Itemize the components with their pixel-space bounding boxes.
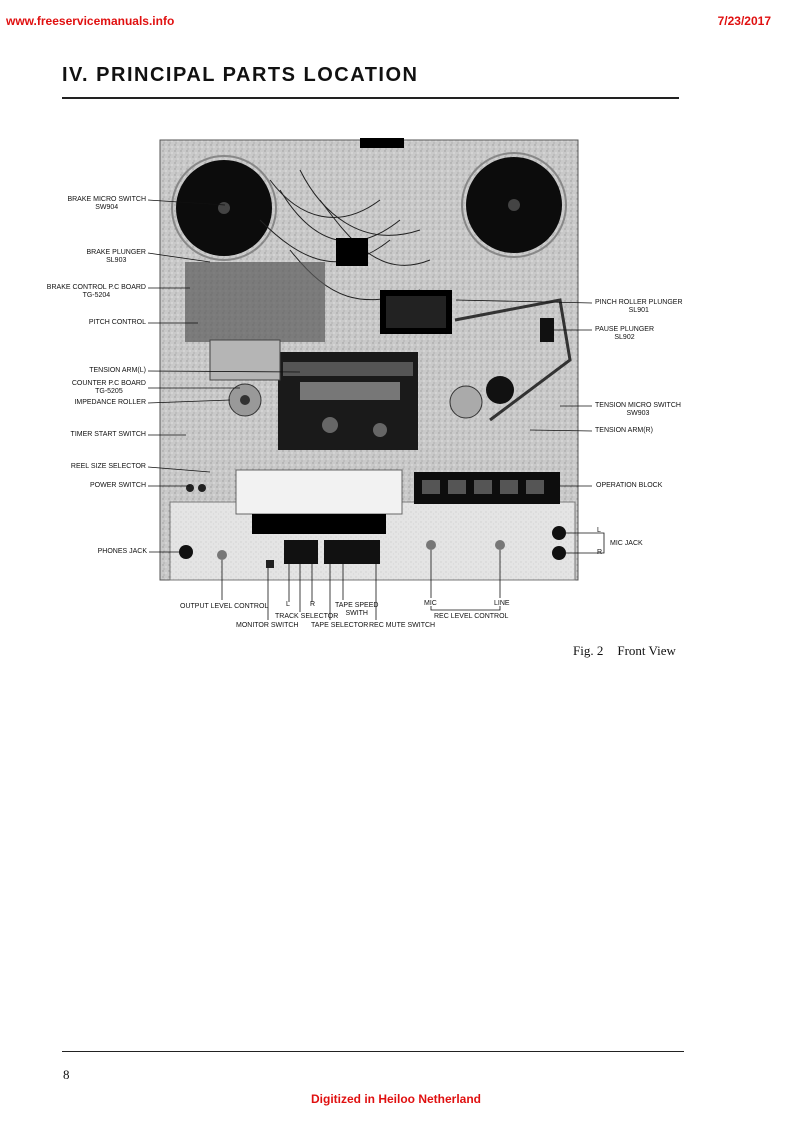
label-brake-plunger: BRAKE PLUNGER SL903 [86, 249, 146, 265]
label-track-selector: TRACK SELECTOR [275, 613, 338, 621]
caption-fig: Fig. 2 [573, 643, 603, 658]
label-tape-selector: TAPE SELECTOR [311, 622, 368, 630]
label-tension-micro-switch: TENSION MICRO SWITCH SW903 [595, 402, 681, 418]
left-reel [172, 156, 276, 260]
footer-credit: Digitized in Heiloo Netherland [311, 1092, 481, 1106]
label-pinch-roller-plunger: PINCH ROLLER PLUNGER SL901 [595, 299, 683, 315]
caption-text: Front View [617, 643, 676, 658]
level-meter [236, 470, 402, 514]
label-reel-size-selector: REEL SIZE SELECTOR [71, 463, 146, 471]
label-line: LINE [494, 600, 510, 608]
label-counter-board: COUNTER P.C BOARD TG-5205 [72, 380, 146, 396]
label-monitor-switch: MONITOR SWITCH [236, 622, 298, 630]
label-track-r: R [310, 601, 315, 609]
label-power-switch: POWER SWITCH [90, 482, 146, 490]
label-pause-plunger: PAUSE PLUNGER SL902 [595, 326, 654, 342]
phones-jack [179, 545, 193, 559]
label-brake-control-board: BRAKE CONTROL P.C BOARD TG-5204 [47, 284, 146, 300]
footer-rule [62, 1051, 684, 1052]
track-selector-block [284, 540, 318, 564]
figure-caption: Fig. 2 Front View [573, 643, 676, 659]
label-output-level-control: OUTPUT LEVEL CONTROL [180, 603, 268, 611]
label-impedance-roller: IMPEDANCE ROLLER [74, 399, 146, 407]
label-pitch-control: PITCH CONTROL [89, 319, 146, 327]
label-rec-level-control: REC LEVEL CONTROL [434, 613, 508, 621]
label-tension-arm-l: TENSION ARM(L) [89, 367, 146, 375]
page-number: 8 [63, 1067, 70, 1083]
mic-jack-l [552, 526, 566, 540]
label-mic-jack: MIC JACK [610, 540, 643, 548]
label-tape-speed: TAPE SPEED SWITH [335, 602, 378, 618]
label-mic-l: L [597, 527, 601, 535]
right-reel [462, 153, 566, 257]
label-tension-arm-r: TENSION ARM(R) [595, 427, 653, 435]
label-track-l: L [286, 601, 290, 609]
brake-plunger-block [336, 238, 368, 266]
label-operation-block: OPERATION BLOCK [596, 482, 662, 490]
brake-board [185, 262, 325, 342]
label-mic-r: R [597, 549, 602, 557]
label-rec-mute-switch: REC MUTE SWITCH [369, 622, 435, 630]
capstan [450, 386, 482, 418]
label-mic: MIC [424, 600, 437, 608]
label-brake-micro-switch: BRAKE MICRO SWITCH SW904 [67, 196, 146, 212]
label-timer-start-switch: TIMER START SWITCH [71, 431, 146, 439]
mic-jack-r [552, 546, 566, 560]
label-phones-jack: PHONES JACK [98, 548, 147, 556]
tape-selector-block [324, 540, 380, 564]
